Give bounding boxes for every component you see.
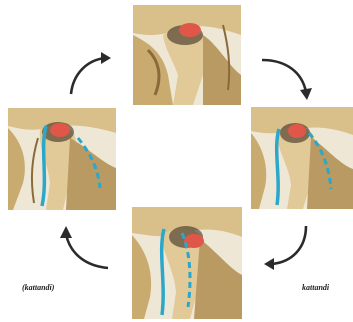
jaw-joint-panel-bottom — [132, 207, 242, 319]
curved-arrow-icon — [58, 224, 114, 272]
jaw-joint-panel-left — [8, 108, 116, 210]
caption-right: kattandi — [302, 283, 329, 292]
curved-arrow-icon — [65, 50, 115, 100]
jaw-joint-panel-top — [133, 5, 241, 105]
caption-left: (kattandi) — [22, 283, 54, 292]
curved-arrow-icon — [258, 52, 314, 102]
jaw-joint-panel-right — [251, 107, 353, 209]
curved-arrow-icon — [262, 222, 312, 270]
